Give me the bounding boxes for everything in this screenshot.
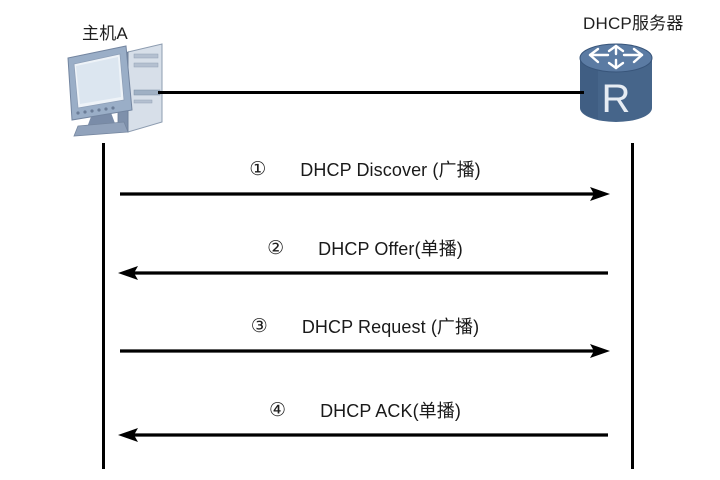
message-text: ④ DHCP ACK(单播) [120,398,610,424]
host-label: 主机A [82,24,128,43]
message-text: ① DHCP Discover (广播) [120,157,610,183]
message-row: ① DHCP Discover (广播) [0,157,720,203]
message-arrow-right [118,187,610,201]
router-icon: R [578,42,654,126]
message-arrow-left [118,428,610,442]
message-number: ② [267,238,285,259]
lifeline-server [631,143,634,469]
message-arrow-left [118,266,610,280]
desktop-computer-icon [62,40,174,140]
message-label: DHCP ACK(单播) [320,401,461,421]
message-number: ③ [250,316,268,337]
message-text: ② DHCP Offer(单播) [120,236,610,262]
message-row: ② DHCP Offer(单播) [0,236,720,282]
message-row: ④ DHCP ACK(单播) [0,398,720,444]
message-label: DHCP Offer(单播) [318,239,463,259]
router-letter: R [602,77,631,121]
message-label: DHCP Request (广播) [301,317,480,337]
message-arrow-right [118,344,610,358]
message-number: ① [249,159,267,180]
dhcp-server-label: DHCP服务器 [583,14,684,33]
message-number: ④ [269,400,287,421]
message-row: ③ DHCP Request (广播) [0,314,720,360]
lifeline-host [102,143,105,469]
message-text: ③ DHCP Request (广播) [120,314,610,340]
message-label: DHCP Discover (广播) [300,160,481,180]
network-link-line [158,91,584,94]
